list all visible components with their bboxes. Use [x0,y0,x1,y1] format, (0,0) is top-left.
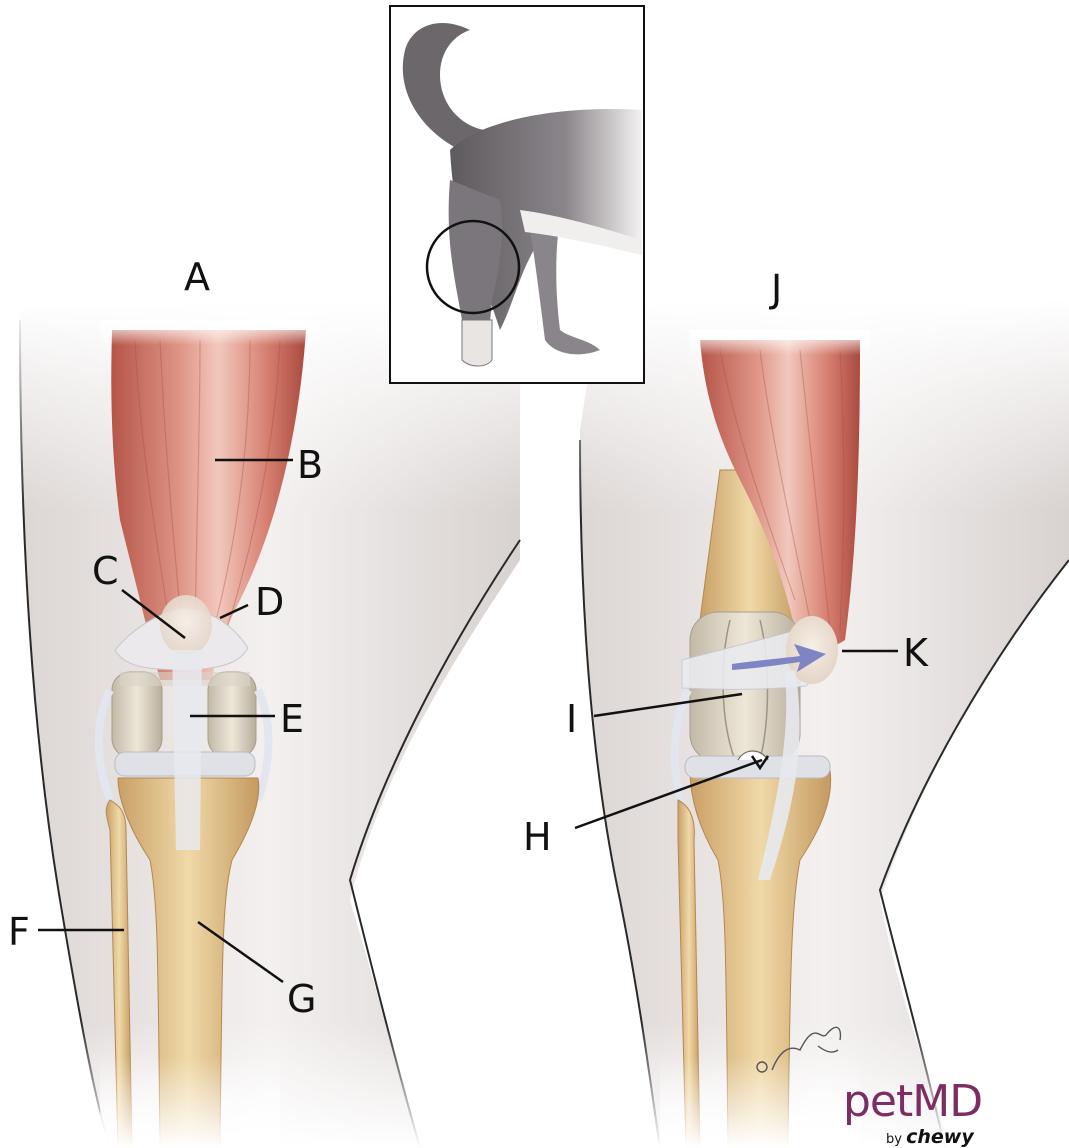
label-K: K [903,634,928,672]
label-A: A [184,258,210,296]
label-D: D [255,583,284,621]
label-G: G [287,980,316,1018]
petmd-logo: petMD [843,1076,982,1127]
front-view-A [0,300,540,1148]
label-I: I [566,700,577,738]
by-chewy-tag: by chewy [886,1126,974,1148]
label-H: H [523,818,552,856]
label-B: B [297,446,323,484]
label-C: C [92,552,119,590]
patellar-ligament [172,650,202,850]
chewy-text: chewy [906,1126,974,1148]
label-E: E [280,700,304,738]
by-text: by [886,1132,902,1147]
label-J: J [771,270,782,308]
inset-dog-illustration [390,6,644,383]
label-F: F [8,913,30,951]
luxation-view-J [560,300,1069,1148]
